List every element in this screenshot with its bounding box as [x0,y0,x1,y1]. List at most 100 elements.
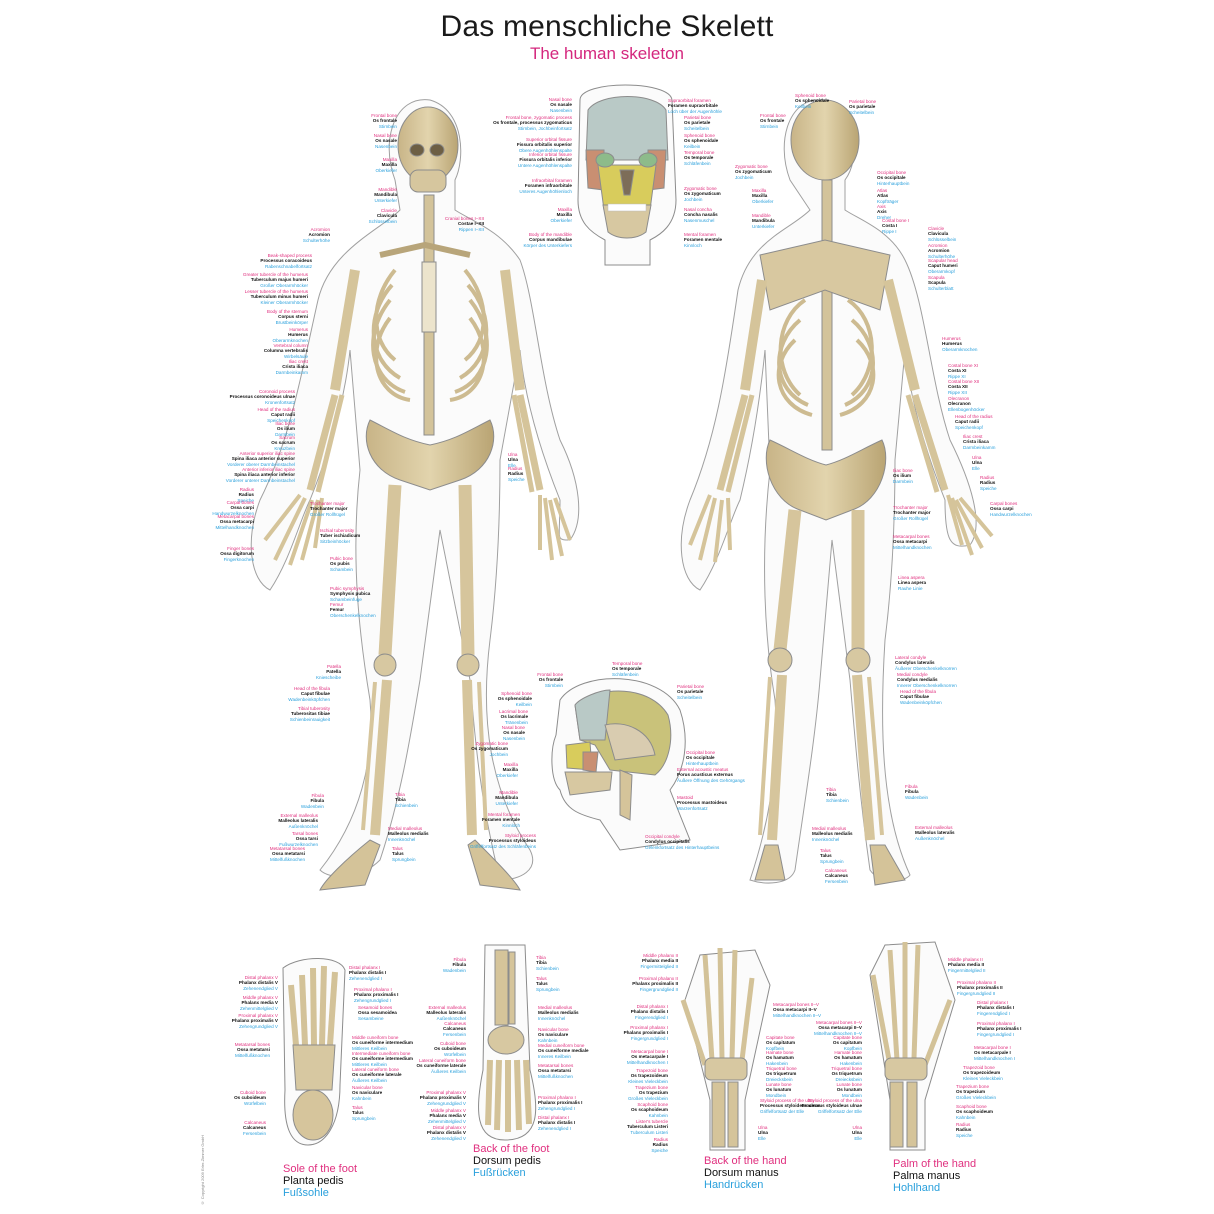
label-german: Speiche [651,1147,668,1153]
label-german: Zehenendglied I [538,1125,571,1131]
label-english: Styloid process of the ulna [808,1098,862,1103]
label-latin: Ossa metacarpi II–V [818,1025,862,1031]
label-german: Fersenbein [243,1130,266,1136]
label-latin: Tibia [395,797,406,803]
label-latin: Phalanx distalis V [426,1130,466,1136]
label-latin: Calcaneus [243,1125,266,1131]
label-english: Greater tubercle of the humerus [242,272,308,277]
label-english: Distal phalanx V [432,1125,466,1130]
label-latin: Os naviculare [538,1032,569,1038]
label-latin: Radius [508,471,524,477]
label-german: Brustbeinkörper [275,319,308,325]
copyright-notice: © Copyright 2009 Erler-Zimmer GmbH [200,1135,205,1206]
label-english: Maxilla [752,188,767,193]
label-latin: Os frontale [372,118,397,124]
label-latin: Os sphenoidale [795,98,830,104]
label-latin: Acromion [928,248,950,254]
label-german: Inneres Keilbein [538,1053,571,1059]
label-latin: Phalanx distalis I [630,1009,668,1015]
label-latin: Corpus mandibulae [529,237,572,243]
label-english: Scaphoid bone [956,1104,987,1109]
label-german: Hinterhauptbein [686,760,719,766]
label-german: Großes Vieleckbein [627,1095,668,1101]
label-german: Wadenbeinköpfchen [288,696,330,702]
label-german: Mittleres Keilbein [352,1045,387,1051]
label-latin: Tuber ischiadicum [320,533,361,539]
caption-german: Fußrücken [473,1167,526,1179]
label-english: Parietal bone [677,684,705,689]
label-latin: Ossa digitorum [220,551,254,557]
label-english: Styloid process [504,833,536,838]
label-latin: Os trapezium [638,1090,668,1096]
label-english: Proximal phalanx I [538,1095,576,1100]
label-german: Elle [508,462,516,468]
label-german: Scheitelbein [849,109,875,115]
label-english: Body of the sternum [266,309,308,314]
label-latin: Concha nasalis [684,212,718,218]
label-german: Schienbein [395,802,418,808]
label-latin: Costa I [882,223,898,229]
label-latin: Malleolus lateralis [915,830,955,836]
label-latin: Os pubis [330,561,350,567]
label-latin: Fissura orbitalis inferior [519,157,572,163]
label-german: Zehengrundglied I [538,1105,576,1111]
label-latin: Talus [392,851,404,857]
label-latin: Processus styloideus ulnae [760,1103,821,1109]
label-german: Würfelbein [444,1051,466,1057]
label-english: Talus [352,1105,363,1110]
label-english: Iliac crest [288,359,308,364]
label-english: Intermediate cuneiform bone [352,1051,411,1056]
label-german: Mittleres Keilbein [352,1061,387,1067]
label-latin: Caput fibulae [300,691,330,697]
label-german: Darmbein [893,478,913,484]
label-latin: Tuberculum minus humeri [250,294,308,300]
label-english: Maxilla [503,762,518,767]
label-latin: Malleolus medialis [538,1010,579,1016]
label-latin: Malleolus medialis [812,831,853,837]
label-english: Ischial tuberosity [320,528,355,533]
label-german: Fingerknochen [223,556,254,562]
label-english: Pubic bone [330,556,353,561]
label-latin: Linea aspera [898,580,927,586]
label-english: Talus [392,846,403,851]
label-english: Head of the radius [257,407,295,412]
label-german: Schlüsselbein [368,218,397,224]
label-english: Body of the mandible [528,232,572,237]
label-latin: Phalanx proximalis I [623,1030,668,1036]
label-english: Iliac bone [893,468,913,473]
label-english: Proximal phalanx I [977,1021,1015,1026]
label-german: Kniescheibe [315,674,341,680]
label-english: Proximal phalanx II [957,980,997,985]
label-english: Frontal bone, zygomatic process [505,115,572,120]
label-english: Lacrimal bone [499,709,528,714]
label-english: Frontal bone [760,113,786,118]
label-latin: Os parietale [684,120,711,126]
caption-english: Back of the foot [473,1143,550,1155]
label-german: Elle [972,465,980,471]
label-latin: Os trapezoideum [963,1070,1001,1076]
